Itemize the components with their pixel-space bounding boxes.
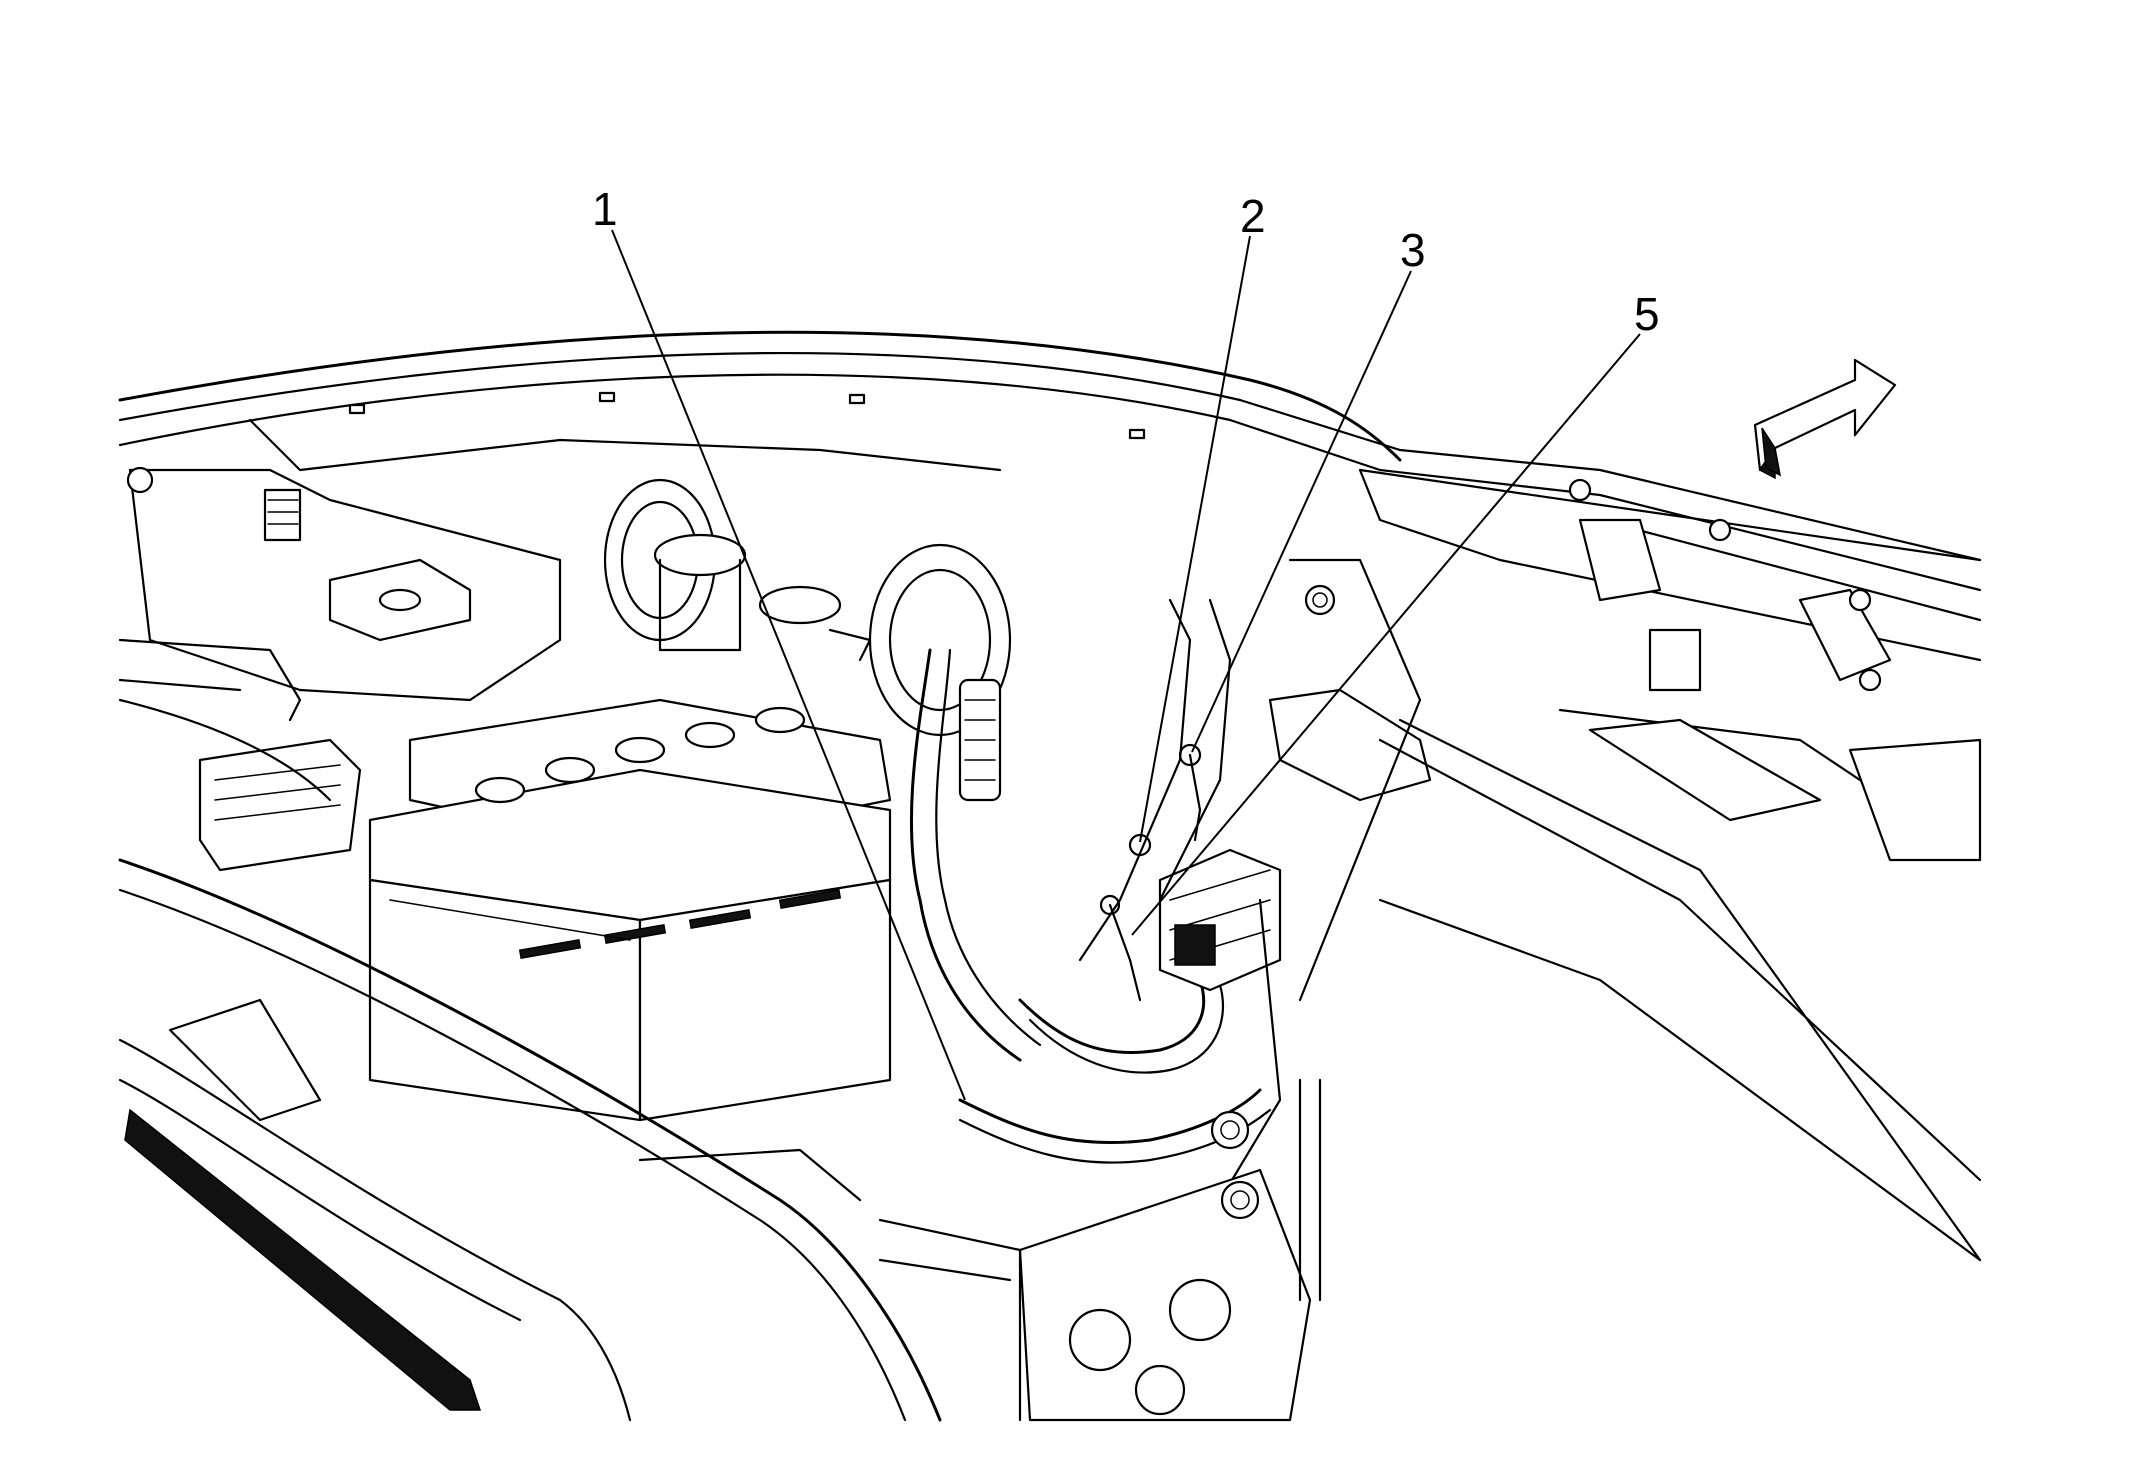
- leader-1: [611, 229, 966, 1101]
- frame-rail-center: [1078, 558, 1432, 1202]
- forward-arrow-icon: [1753, 358, 1897, 480]
- wiring-harness: [909, 648, 1272, 1164]
- leader-3: [1191, 270, 1412, 753]
- fuse-block: [198, 738, 362, 872]
- callout-1: 1: [592, 183, 618, 235]
- callout-labels: 1 2 3 5: [592, 183, 1660, 340]
- leader-5: [1131, 333, 1641, 936]
- right-frame-crossmember: [1358, 468, 1982, 1262]
- upper-radiator-support: [118, 330, 1982, 622]
- coolant-reservoir: [653, 533, 872, 662]
- leader-2: [1139, 235, 1251, 843]
- module-bracket: [1099, 743, 1282, 1002]
- lower-bracket-plate: [878, 1078, 1322, 1422]
- callout-leaders: [611, 229, 1641, 1101]
- battery-icon: [368, 698, 892, 1122]
- callout-5: 5: [1634, 288, 1660, 340]
- callout-2: 2: [1240, 190, 1266, 242]
- left-fender-lower: [118, 858, 942, 1422]
- callout-3: 3: [1400, 224, 1426, 276]
- left-strut-tower: [126, 466, 562, 702]
- left-fender-upper: [118, 638, 332, 802]
